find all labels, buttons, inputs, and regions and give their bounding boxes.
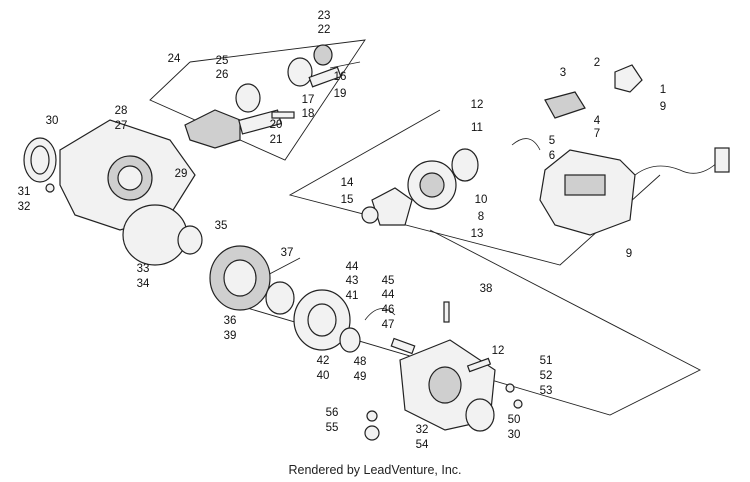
collar-40 (293, 289, 351, 351)
callout-28: 28 (115, 105, 128, 117)
shaft-4 (544, 91, 586, 119)
spring-20 (271, 111, 295, 119)
callout-32b: 32 (416, 424, 429, 436)
callout-7: 7 (594, 128, 600, 140)
bearing-35 (177, 225, 203, 255)
callout-12: 12 (471, 99, 484, 111)
pinion-gear-27 (184, 109, 282, 149)
callout-52: 52 (540, 370, 553, 382)
callout-23: 23 (318, 10, 331, 22)
gasket-33 (122, 204, 188, 266)
callout-55: 55 (326, 422, 339, 434)
callout-10: 10 (475, 194, 488, 206)
callout-15: 15 (341, 194, 354, 206)
bolt-12 (466, 357, 492, 373)
callout-40: 40 (317, 370, 330, 382)
callout-47: 47 (382, 319, 395, 331)
callout-48: 48 (354, 356, 367, 368)
callout-26: 26 (216, 69, 229, 81)
bracket-group-24 (149, 39, 366, 161)
callout-30: 30 (46, 115, 59, 127)
yoke-1 (614, 64, 643, 93)
callout-27: 27 (115, 120, 128, 132)
callout-54: 54 (416, 439, 429, 451)
callout-56: 56 (326, 407, 339, 419)
o-ring-15 (361, 206, 379, 224)
callout-29: 29 (175, 168, 188, 180)
callout-31: 31 (18, 186, 31, 198)
footer-credit: Rendered by LeadVenture, Inc. (288, 463, 462, 477)
callout-13: 13 (471, 228, 484, 240)
bearing-37 (265, 281, 295, 315)
callout-51: 51 (540, 355, 553, 367)
callout-53: 53 (540, 385, 553, 397)
callout-38: 38 (480, 283, 493, 295)
bolt-38 (443, 301, 450, 323)
connector (714, 147, 730, 173)
callout-44b: 44 (382, 289, 395, 301)
callout-25: 25 (216, 55, 229, 67)
spring-clip-41 (364, 308, 396, 321)
housing-cover-13 (407, 160, 457, 210)
callout-44: 44 (346, 261, 359, 273)
callout-49: 49 (354, 371, 367, 383)
callout-20: 20 (270, 119, 283, 131)
gearcase-housing-7 (539, 149, 636, 236)
callout-50: 50 (508, 414, 521, 426)
callout-21: 21 (270, 134, 283, 146)
gasket-14 (371, 187, 413, 226)
seal-50 (465, 398, 495, 432)
callout-14: 14 (341, 177, 354, 189)
callout-17: 17 (302, 94, 315, 106)
seal-30 (23, 137, 57, 183)
shift-rod-16 (329, 61, 361, 69)
washer-51 (505, 383, 515, 393)
callout-41: 41 (346, 290, 359, 302)
callout-8: 8 (478, 211, 484, 223)
callout-5: 5 (549, 135, 555, 147)
wiring-harness (634, 159, 721, 176)
ring-gear-36 (209, 245, 271, 311)
sensor-47 (390, 337, 416, 355)
bearing-26 (235, 83, 261, 113)
seal-42 (339, 327, 361, 353)
callout-11: 11 (471, 122, 483, 134)
callout-12b: 12 (492, 345, 505, 357)
callout-24: 24 (168, 53, 181, 65)
callout-37: 37 (281, 247, 294, 259)
plug-55 (364, 425, 380, 441)
bolt-31 (45, 183, 55, 193)
callout-34: 34 (137, 278, 150, 290)
washer-56 (366, 410, 378, 422)
callout-9b: 9 (626, 248, 632, 260)
callout-45: 45 (382, 275, 395, 287)
callout-16: 16 (334, 71, 347, 83)
callout-33: 33 (137, 263, 150, 275)
callout-36: 36 (224, 315, 237, 327)
callout-42: 42 (317, 355, 330, 367)
callout-22: 22 (318, 24, 331, 36)
seal-11 (451, 148, 479, 182)
callout-18: 18 (302, 108, 315, 120)
callout-3: 3 (560, 67, 566, 79)
callout-4: 4 (594, 115, 601, 127)
washer-53 (513, 399, 523, 409)
callout-32: 32 (18, 201, 31, 213)
callout-30b: 30 (508, 429, 521, 441)
callout-46: 46 (382, 304, 395, 316)
nut-23 (313, 44, 333, 66)
clip-5 (511, 138, 541, 151)
callout-19: 19 (334, 88, 347, 100)
bearing-22 (287, 57, 313, 87)
callout-labels: 1234567899101112121314151617181920212223… (18, 10, 667, 451)
callout-1: 1 (660, 84, 666, 96)
callout-6: 6 (549, 150, 555, 162)
callout-39: 39 (224, 330, 237, 342)
callout-43: 43 (346, 275, 359, 287)
callout-9: 9 (660, 101, 666, 113)
shift-fork-17 (308, 66, 342, 88)
callout-35: 35 (215, 220, 228, 232)
callout-2: 2 (594, 57, 600, 69)
